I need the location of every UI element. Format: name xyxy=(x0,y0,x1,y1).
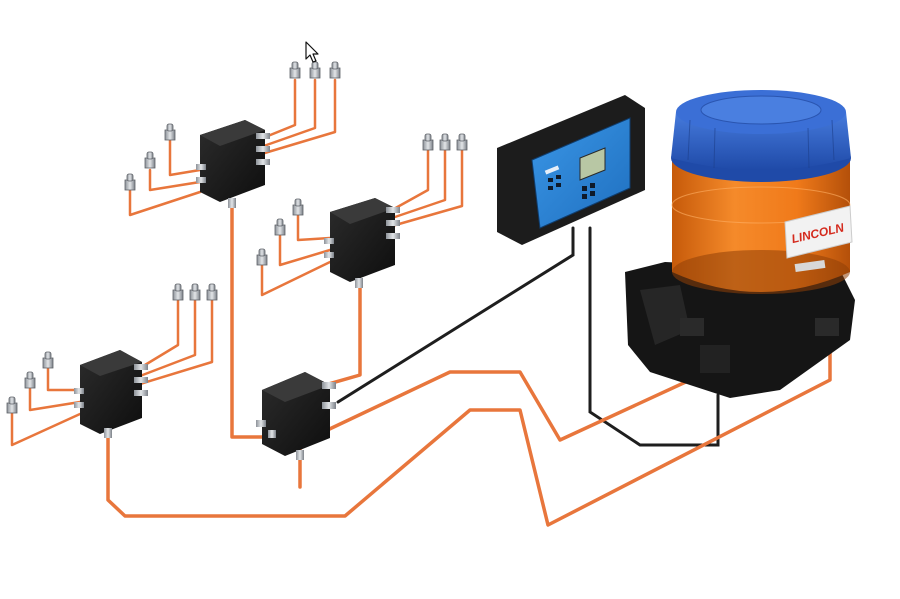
controller-to-pump-cable xyxy=(588,226,720,447)
controller-logo xyxy=(544,165,560,175)
distributor-block-2 xyxy=(324,198,400,288)
grease-fittings xyxy=(6,61,468,414)
lube-line-to-block-1 xyxy=(230,203,264,439)
controller-unit xyxy=(497,95,645,245)
signal-cables xyxy=(336,226,720,447)
cursor-arrow-icon xyxy=(305,41,319,63)
controller-to-sensor-cable xyxy=(336,226,575,404)
lubrication-pump: LINCOLN xyxy=(625,90,855,398)
distributor-block-3 xyxy=(74,350,148,438)
distributor-block-1 xyxy=(196,120,270,208)
controller-display xyxy=(579,147,606,181)
outlet-lines xyxy=(10,78,464,447)
controller-buttons xyxy=(548,175,595,199)
pump-brand-label: LINCOLN xyxy=(784,205,853,259)
lube-line-pump-right xyxy=(106,343,832,527)
lube-line-to-block-2 xyxy=(323,280,362,387)
master-distributor-block xyxy=(256,372,336,460)
